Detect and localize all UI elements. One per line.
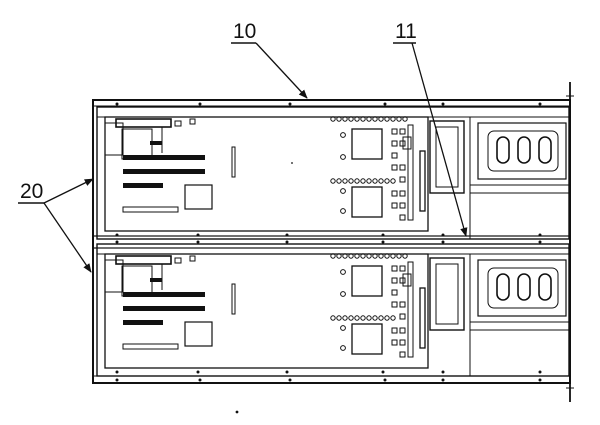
chassis-outline <box>92 82 574 402</box>
label-20: 20 <box>20 180 43 203</box>
label-10: 10 <box>233 20 256 43</box>
middle-rail <box>92 235 571 249</box>
speck <box>291 162 293 164</box>
callout-11: 11 <box>393 20 468 237</box>
upper-board-module <box>96 106 570 240</box>
speck <box>235 410 239 414</box>
label-11: 11 <box>395 20 417 43</box>
callout-10: 10 <box>231 20 308 99</box>
lower-board-module <box>96 243 570 377</box>
callout-20: 20 <box>18 178 94 273</box>
